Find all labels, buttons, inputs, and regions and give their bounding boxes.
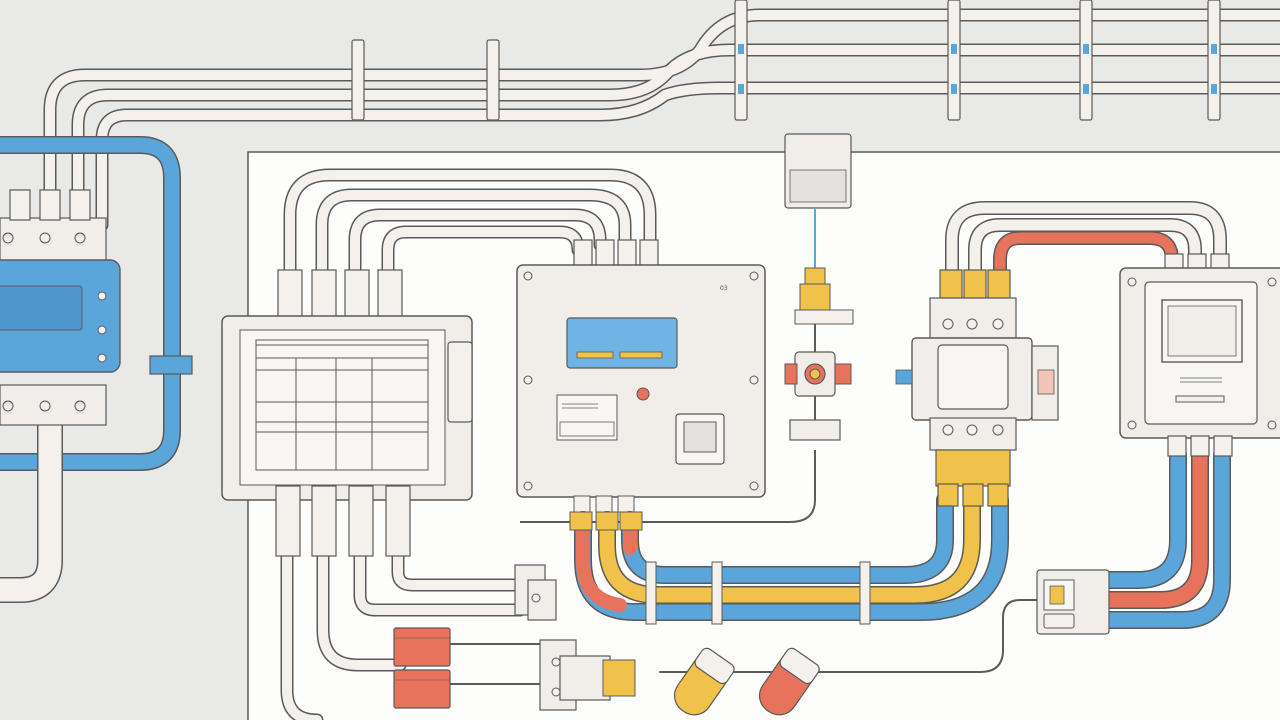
right-junction-box — [1036, 253, 1280, 635]
distribution-board — [221, 269, 473, 557]
contactor-cables — [945, 201, 1227, 287]
status-led — [636, 387, 650, 401]
controller-screen — [566, 317, 678, 369]
cable-end-caps — [673, 647, 820, 716]
left-lower-conduit — [0, 407, 63, 603]
sensor-junction-assembly — [784, 133, 854, 441]
terminal-block — [450, 564, 636, 711]
conduit-clamps — [351, 0, 1221, 121]
right-junction-cables — [659, 446, 1231, 673]
contactor — [895, 269, 1059, 507]
fuse-holders — [393, 627, 451, 709]
left-blue-conduit-loop — [0, 136, 193, 471]
colored-cable-run — [569, 491, 1009, 625]
left-breaker-block — [0, 189, 121, 426]
controller-unit: 03 — [516, 239, 766, 513]
controller-housing — [516, 264, 766, 498]
signal-line — [520, 450, 816, 523]
controller-tag-label: 03 — [720, 285, 728, 292]
top-conduit-bundle — [43, 8, 1280, 232]
